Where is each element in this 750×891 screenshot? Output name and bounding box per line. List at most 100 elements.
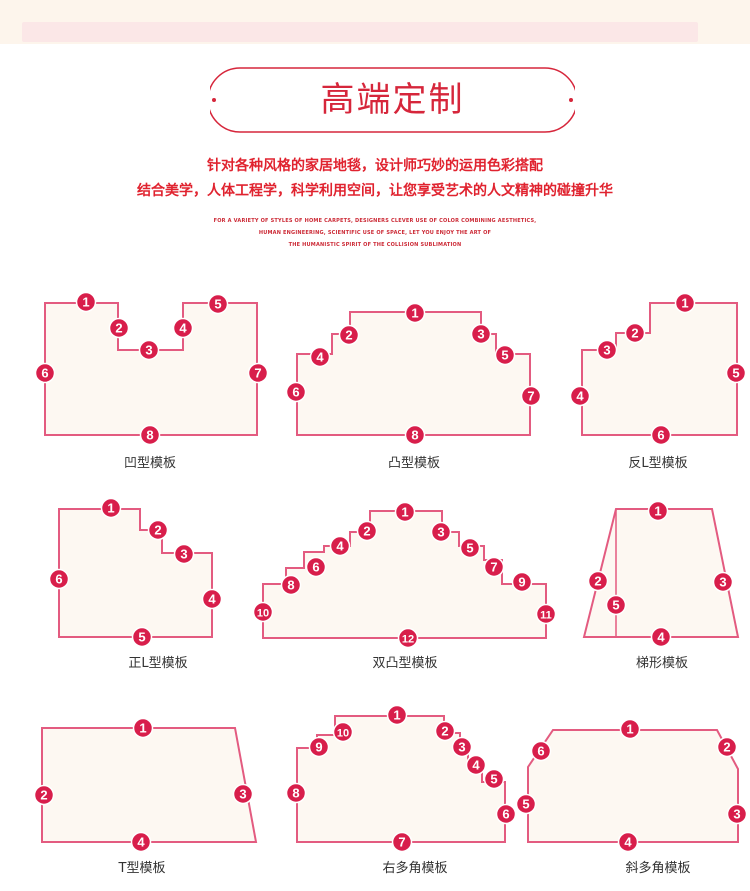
edge-badge-number: 7 — [490, 560, 497, 575]
edge-badge-circle — [34, 362, 56, 384]
caption-shuang-tu: 双凸型模板 — [372, 656, 438, 671]
edge-badge: 1 — [674, 292, 696, 314]
edge-badge-number: 2 — [345, 328, 352, 343]
edge-badge: 3 — [173, 543, 195, 565]
edge-badge-circle — [309, 346, 331, 368]
edge-badge-number: 9 — [518, 575, 525, 590]
english-line-2: HUMAN ENGINEERING, SCIENTIFIC USE OF SPA… — [258, 230, 492, 236]
edge-badge-number: 10 — [337, 728, 349, 740]
template-outline-t — [41, 727, 258, 843]
edge-badge: 2 — [716, 736, 738, 758]
edge-badge-number: 6 — [292, 385, 299, 400]
edge-badge-circle — [386, 704, 408, 726]
edge-badge-number: 9 — [315, 740, 322, 755]
edge-badge: 5 — [605, 594, 627, 616]
edge-badge: 1 — [386, 704, 408, 726]
edge-badge-number: 4 — [472, 758, 480, 773]
edge-badge: 10 — [332, 721, 354, 743]
edge-badge-circle — [173, 543, 195, 565]
top-banner-strip — [22, 22, 698, 42]
edge-badge-circle — [725, 362, 747, 384]
edge-badge-number: 3 — [239, 787, 246, 802]
edge-badge: 6 — [495, 803, 517, 825]
edge-badge: 1 — [75, 291, 97, 313]
edge-badge-number: 12 — [402, 634, 414, 646]
title-frame — [210, 67, 575, 133]
caption-fan-l: 反L型模板 — [628, 456, 688, 471]
edge-badge-number: 8 — [411, 428, 418, 443]
edge-badge-circle — [495, 803, 517, 825]
edge-badge-number: 3 — [437, 525, 444, 540]
edge-badge-number: 3 — [477, 327, 484, 342]
edge-badge: 6 — [305, 556, 327, 578]
edge-badge-number: 8 — [146, 428, 153, 443]
edge-badge-circle — [569, 385, 591, 407]
edge-badge: 1 — [132, 717, 154, 739]
edge-badge-number: 5 — [501, 348, 508, 363]
template-outline-shuang-tu — [262, 510, 547, 639]
edge-badge: 3 — [138, 339, 160, 361]
edge-badge: 2 — [338, 324, 360, 346]
edge-badge-circle — [394, 501, 416, 523]
edge-badge-number: 5 — [138, 630, 145, 645]
edge-badge-number: 6 — [537, 744, 544, 759]
edge-badge-circle — [712, 571, 734, 593]
edge-badge: 3 — [232, 783, 254, 805]
edge-badge-circle — [617, 831, 639, 853]
edge-badge-circle — [75, 291, 97, 313]
edge-badge: 5 — [494, 344, 516, 366]
edge-badge-number: 3 — [180, 547, 187, 562]
edge-badge: 2 — [108, 317, 130, 339]
edge-badge: 5 — [131, 626, 153, 648]
edge-badge: 8 — [404, 424, 426, 446]
caption-ti: 梯形模板 — [635, 656, 688, 671]
edge-badge-circle — [716, 736, 738, 758]
edge-badge-circle — [404, 424, 426, 446]
edge-badge: 5 — [515, 793, 537, 815]
edge-badge-circle — [139, 424, 161, 446]
edge-badge: 3 — [470, 323, 492, 345]
edge-badge: 4 — [329, 535, 351, 557]
edge-badge: 9 — [308, 736, 330, 758]
edge-badge-circle — [280, 574, 302, 596]
edge-badge: 3 — [712, 571, 734, 593]
edge-badge: 2 — [434, 720, 456, 742]
edge-badge: 3 — [726, 803, 748, 825]
edge-badge: 5 — [725, 362, 747, 384]
english-line-1: FOR A VARIETY OF STYLES OF HOME CARPETS,… — [213, 218, 537, 224]
edge-badge: 2 — [356, 520, 378, 542]
edge-badge-number: 2 — [40, 788, 47, 803]
edge-badge: 1 — [100, 497, 122, 519]
template-outline-ao — [44, 302, 258, 436]
template-outline-ti — [582, 508, 740, 638]
caption-xie-duo-jiao: 斜多角模板 — [625, 861, 691, 876]
edge-badge-number: 1 — [139, 721, 146, 736]
edge-badge-circle — [587, 570, 609, 592]
edge-badge: 12 — [397, 627, 419, 649]
english-line-3: THE HUMANISTIC SPIRIT OF THE COLLISION S… — [288, 242, 462, 248]
edge-badge: 2 — [33, 784, 55, 806]
edge-badge: 8 — [139, 424, 161, 446]
edge-badge: 10 — [252, 601, 274, 623]
edge-badge-circle — [252, 601, 274, 623]
edge-badge-number: 7 — [527, 389, 534, 404]
edge-badge-number: 1 — [411, 306, 418, 321]
edge-badge: 9 — [511, 571, 533, 593]
intro-line-2: 结合美学，人体工程学，科学利用空间，让您享受艺术的人文精神的碰撞升华 — [137, 183, 613, 199]
edge-badge-number: 6 — [41, 366, 48, 381]
edge-badge-circle — [247, 362, 269, 384]
edge-badge-circle — [465, 754, 487, 776]
edge-badge-circle — [201, 588, 223, 610]
edge-badge-number: 2 — [154, 523, 161, 538]
edge-badge-number: 2 — [363, 524, 370, 539]
edge-badge: 11 — [535, 603, 557, 625]
edge-badge: 3 — [451, 736, 473, 758]
edge-badge-number: 5 — [466, 541, 473, 556]
edge-badge-number: 6 — [657, 428, 664, 443]
edge-badge-circle — [329, 535, 351, 557]
